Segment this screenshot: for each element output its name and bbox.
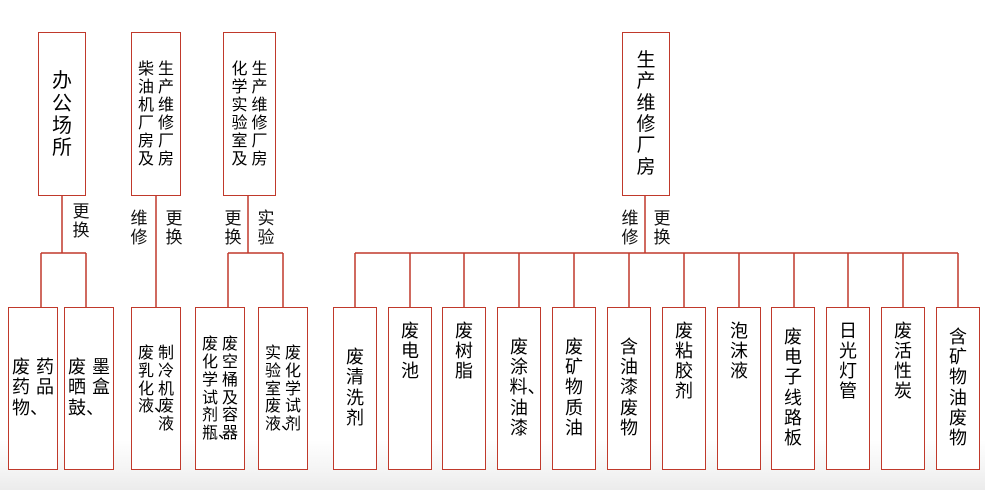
- node-diesel-col-2: 柴油机厂房及: [138, 59, 155, 168]
- leaf-activated-carbon: 废活性炭: [881, 307, 925, 470]
- leaf-resin: 废树脂: [442, 307, 486, 470]
- leaf-waste-containers: 废空桶及容器 废化学试剂瓶、: [195, 307, 245, 470]
- node-production-workshop: 生产维修厂房: [622, 32, 670, 196]
- leaf-lab-2-col-2: 实验室废液、: [265, 342, 298, 434]
- leaf-cleaning-agent: 废清洗剂: [333, 307, 377, 470]
- leaf-prod-3-text-1: 废涂料、: [509, 337, 546, 399]
- leaf-mineral-oil-waste: 含矿物油废物: [936, 307, 980, 470]
- edge-label-office: 更换: [72, 202, 90, 242]
- leaf-prod-0-text: 废清洗剂: [346, 347, 364, 429]
- leaf-foam: 泡沫液: [717, 307, 761, 470]
- leaf-paint: 废涂料、 油漆: [497, 307, 546, 470]
- leaf-prod-6-text: 废粘胶剂: [675, 321, 693, 403]
- edge-label-diesel-right: 更换: [165, 209, 183, 249]
- node-office: 办公场所: [38, 32, 86, 196]
- leaf-prod-1-text: 废电池: [401, 321, 419, 383]
- leaf-prod-8-text: 废电子线路板: [784, 327, 802, 449]
- leaf-prod-3-text-2: 油漆: [510, 397, 528, 439]
- leaf-paint-waste: 含油漆废物: [607, 307, 651, 470]
- leaf-waste-emulsion: 制冷机废液 废乳化液、: [131, 307, 181, 470]
- leaf-lab-2-col-1: 废化学试剂: [285, 342, 302, 434]
- leaf-office-2-col-2: 墨盒: [92, 357, 110, 399]
- leaf-waste-medicine: 废药物、 药品: [8, 307, 58, 470]
- leaf-prod-2-text: 废树脂: [455, 321, 473, 383]
- node-diesel-workshop: 生产维修厂房 柴油机厂房及: [131, 32, 181, 196]
- edge-label-production-left: 维修: [621, 209, 639, 249]
- leaf-lab-1-col-1: 废空桶及容器: [222, 333, 239, 443]
- leaf-waste-reagents: 废化学试剂 实验室废液、: [258, 307, 308, 470]
- leaf-prod-9-text: 日光灯管: [839, 321, 857, 403]
- leaf-diesel-col-1: 制冷机废液: [158, 342, 175, 434]
- edge-label-diesel-left: 维修: [130, 209, 148, 249]
- edge-label-lab-left: 更换: [224, 209, 242, 249]
- leaf-prod-7-text: 泡沫液: [730, 321, 748, 383]
- leaf-office-1-col-2: 药品: [36, 357, 54, 399]
- leaf-prod-10-text: 废活性炭: [894, 321, 912, 403]
- leaf-circuit-board: 废电子线路板: [771, 307, 815, 470]
- node-chem-lab: 生产维修厂房 化学实验室及: [223, 32, 276, 196]
- node-production-text: 生产维修厂房: [636, 49, 656, 178]
- leaf-office-2-col-1: 废晒鼓、: [68, 357, 104, 419]
- leaf-office-1-col-1: 废药物、: [12, 357, 48, 419]
- node-office-text: 办公场所: [52, 68, 72, 160]
- leaf-prod-4-text: 废矿物质油: [565, 337, 583, 439]
- leaf-waste-toner: 废晒鼓、 墨盒: [64, 307, 114, 470]
- leaf-lab-1-col-2: 废化学试剂瓶、: [202, 333, 235, 443]
- leaf-adhesive: 废粘胶剂: [662, 307, 706, 470]
- node-diesel-col-1: 生产维修厂房: [158, 59, 175, 168]
- node-lab-col-2: 化学实验室及: [231, 59, 248, 168]
- leaf-prod-11-text: 含矿物油废物: [949, 327, 967, 449]
- leaf-diesel-col-2: 废乳化液、: [138, 342, 171, 416]
- node-lab-col-1: 生产维修厂房: [251, 59, 268, 168]
- leaf-fluorescent-tube: 日光灯管: [826, 307, 870, 470]
- edge-label-production-right: 更换: [653, 209, 671, 249]
- edge-label-lab-right: 实验: [257, 209, 275, 249]
- leaf-battery: 废电池: [388, 307, 432, 470]
- leaf-mineral-oil: 废矿物质油: [552, 307, 596, 470]
- leaf-prod-5-text: 含油漆废物: [620, 337, 638, 439]
